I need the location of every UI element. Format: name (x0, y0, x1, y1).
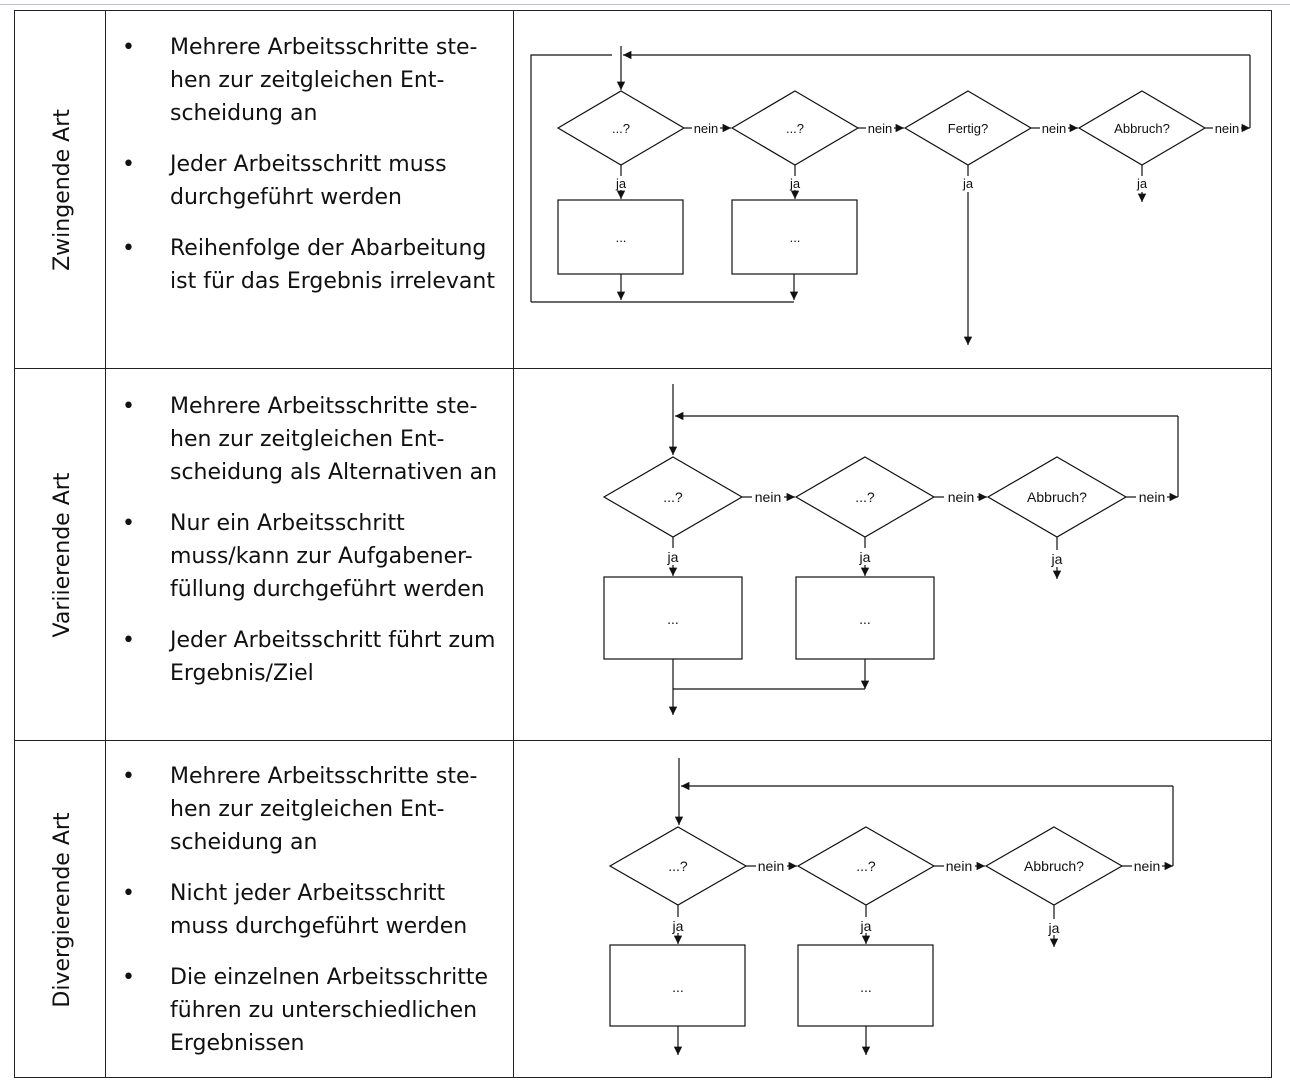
yes-label: ja (667, 549, 679, 565)
process-box (557, 199, 684, 275)
no-label: nein (946, 858, 972, 874)
decision-label: Abbruch? (1114, 121, 1170, 136)
flowchart-zwingend (530, 46, 1251, 345)
decision-label: Fertig? (948, 121, 988, 136)
yes-label: ja (1051, 551, 1063, 567)
no-label: nein (948, 489, 974, 505)
box-label: ... (860, 979, 872, 995)
yes-label: ja (615, 176, 627, 191)
flowchart-divergierend-labels: ...? ...? Abbruch? nein nein nein ja ja … (668, 858, 1160, 995)
row-divider-2 (14, 740, 1272, 741)
bullet-list-zwingend: Mehrere Arbeitsschritte ste-hen zur zeit… (118, 31, 508, 316)
bullet-item: Mehrere Arbeitsschritte ste-hen zur zeit… (118, 390, 508, 489)
bullet-item: Mehrere Arbeitsschritte ste-hen zur zeit… (118, 31, 508, 130)
yes-label: ja (860, 918, 872, 934)
box-label: ... (790, 230, 801, 245)
no-label: nein (1042, 121, 1067, 136)
return-line (530, 54, 612, 302)
box-label: ... (859, 611, 871, 627)
no-label: nein (758, 858, 784, 874)
box-label: ... (616, 230, 627, 245)
decision-label: Abbruch? (1027, 489, 1087, 505)
bullet-list-divergierend: Mehrere Arbeitsschritte ste-hen zur zeit… (118, 760, 508, 1078)
decision-label: ...? (786, 121, 804, 136)
yes-label: ja (672, 918, 684, 934)
flowchart-zwingend-labels: ...? ...? Fertig? Abbruch? nein nein nei… (612, 121, 1239, 245)
column-divider-2 (513, 10, 514, 1078)
no-label: nein (868, 121, 893, 136)
no-label: nein (1215, 121, 1240, 136)
no-label: nein (755, 489, 781, 505)
row-divider-1 (14, 368, 1272, 369)
decision-label: ...? (668, 858, 688, 874)
bullet-item: Mehrere Arbeitsschritte ste-hen zur zeit… (118, 760, 508, 859)
box-label: ... (667, 611, 679, 627)
no-label: nein (1139, 489, 1165, 505)
bullet-list-variierend: Mehrere Arbeitsschritte ste-hen zur zeit… (118, 390, 508, 708)
bullet-item: Jeder Arbeitsschritt führt zumErgebnis/Z… (118, 624, 508, 690)
flowchart-variierend-labels: ...? ...? Abbruch? nein nein nein ja ja … (663, 489, 1165, 627)
process-table (14, 10, 1272, 1078)
decision-label: Abbruch? (1024, 858, 1084, 874)
yes-label: ja (962, 176, 974, 191)
flowchart-divergierend (608, 758, 1174, 1055)
decision-label: ...? (663, 489, 683, 505)
yes-label: ja (789, 176, 801, 191)
yes-label: ja (1048, 920, 1060, 936)
flowchart-variierend (602, 384, 1179, 715)
column-divider-1 (105, 10, 106, 1078)
no-label: nein (1134, 858, 1160, 874)
decision-label: ...? (856, 858, 876, 874)
decision-label: ...? (612, 121, 630, 136)
decision-label: ...? (855, 489, 875, 505)
no-label: nein (694, 121, 719, 136)
yes-label: ja (859, 549, 871, 565)
top-rule (0, 4, 1290, 5)
yes-label: ja (1136, 176, 1148, 191)
box-label: ... (672, 979, 684, 995)
process-box (731, 199, 858, 275)
